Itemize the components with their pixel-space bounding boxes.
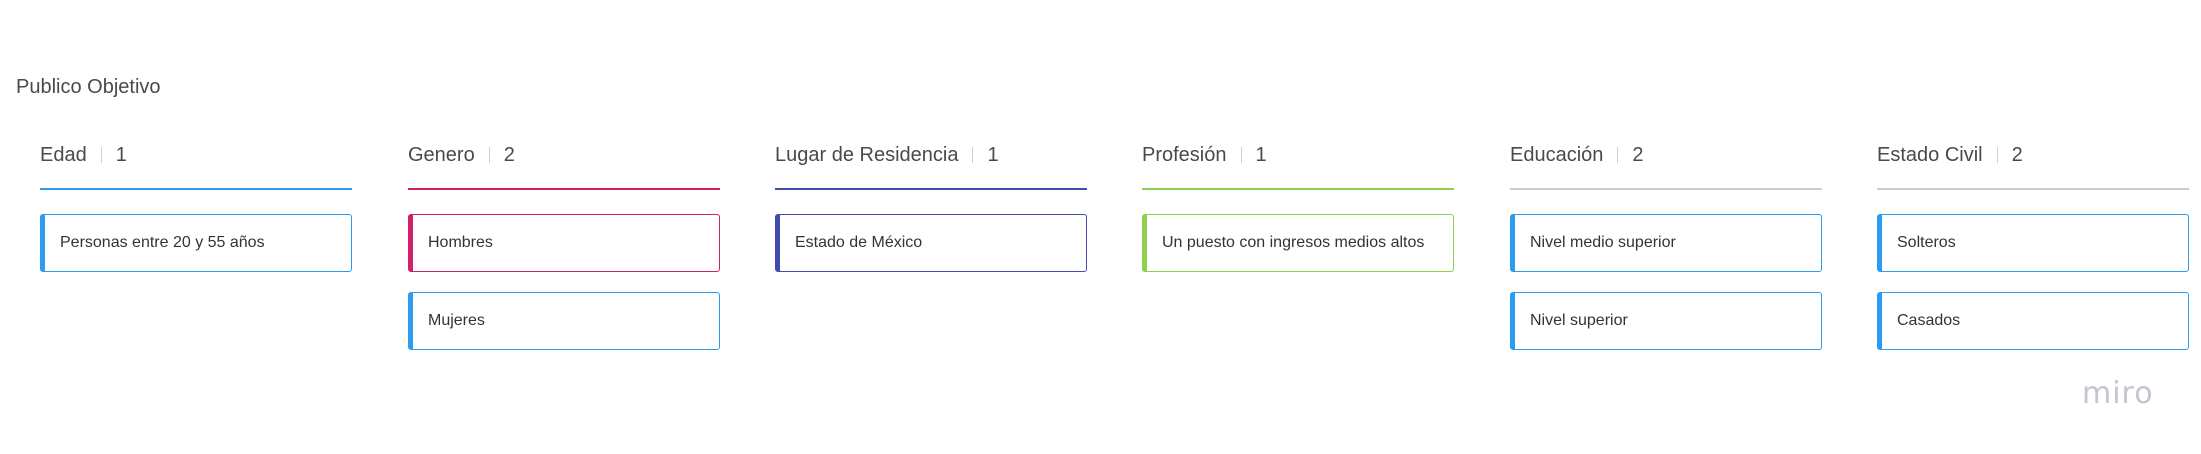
card-label: Personas entre 20 y 55 años <box>60 234 265 251</box>
card-label: Nivel superior <box>1530 312 1628 329</box>
column-lugar-de-residencia[interactable]: Lugar de Residencia 1 Estado de México <box>775 140 1087 272</box>
column-header: Estado Civil 2 <box>1877 140 2189 190</box>
header-divider <box>1240 147 1242 163</box>
column-header: Lugar de Residencia 1 <box>775 140 1087 190</box>
header-divider <box>1617 147 1619 163</box>
header-divider <box>100 147 102 163</box>
column-estado-civil[interactable]: Estado Civil 2 Solteros Casados <box>1877 140 2189 350</box>
column-genero[interactable]: Genero 2 Hombres Mujeres <box>408 140 720 350</box>
card-count: 1 <box>1255 143 1267 166</box>
card[interactable]: Hombres <box>408 214 720 272</box>
card-count: 2 <box>1632 143 1644 166</box>
card-count: 1 <box>987 143 999 166</box>
card-count: 1 <box>115 143 127 166</box>
card[interactable]: Personas entre 20 y 55 años <box>40 214 352 272</box>
card[interactable]: Mujeres <box>408 292 720 350</box>
card-label: Estado de México <box>795 234 923 251</box>
card[interactable]: Estado de México <box>775 214 1087 272</box>
column-header: Edad 1 <box>40 140 352 190</box>
column-title: Profesión <box>1142 143 1227 166</box>
card-label: Mujeres <box>428 312 485 329</box>
card-label: Hombres <box>428 234 493 251</box>
card[interactable]: Nivel superior <box>1510 292 1822 350</box>
column-header: Educación 2 <box>1510 140 1822 190</box>
column-header: Genero 2 <box>408 140 720 190</box>
card-label: Un puesto con ingresos medios altos <box>1162 234 1425 251</box>
header-divider <box>1996 147 1998 163</box>
column-title: Edad <box>40 143 87 166</box>
column-title: Educación <box>1510 143 1604 166</box>
card[interactable]: Solteros <box>1877 214 2189 272</box>
header-divider <box>488 147 490 163</box>
card-count: 2 <box>2011 143 2023 166</box>
column-title: Estado Civil <box>1877 143 1983 166</box>
card-count: 2 <box>503 143 515 166</box>
card-label: Solteros <box>1897 234 1956 251</box>
card-label: Casados <box>1897 312 1961 329</box>
column-educacion[interactable]: Educación 2 Nivel medio superior Nivel s… <box>1510 140 1822 350</box>
column-edad[interactable]: Edad 1 Personas entre 20 y 55 años <box>40 140 352 272</box>
miro-logo[interactable]: miro <box>2082 376 2154 411</box>
card[interactable]: Nivel medio superior <box>1510 214 1822 272</box>
card-label: Nivel medio superior <box>1530 234 1676 251</box>
column-title: Lugar de Residencia <box>775 143 959 166</box>
column-profesion[interactable]: Profesión 1 Un puesto con ingresos medio… <box>1142 140 1454 272</box>
card[interactable]: Un puesto con ingresos medios altos <box>1142 214 1454 272</box>
column-title: Genero <box>408 143 475 166</box>
column-header: Profesión 1 <box>1142 140 1454 190</box>
card[interactable]: Casados <box>1877 292 2189 350</box>
header-divider <box>972 147 974 163</box>
board-title: Publico Objetivo <box>16 76 161 98</box>
